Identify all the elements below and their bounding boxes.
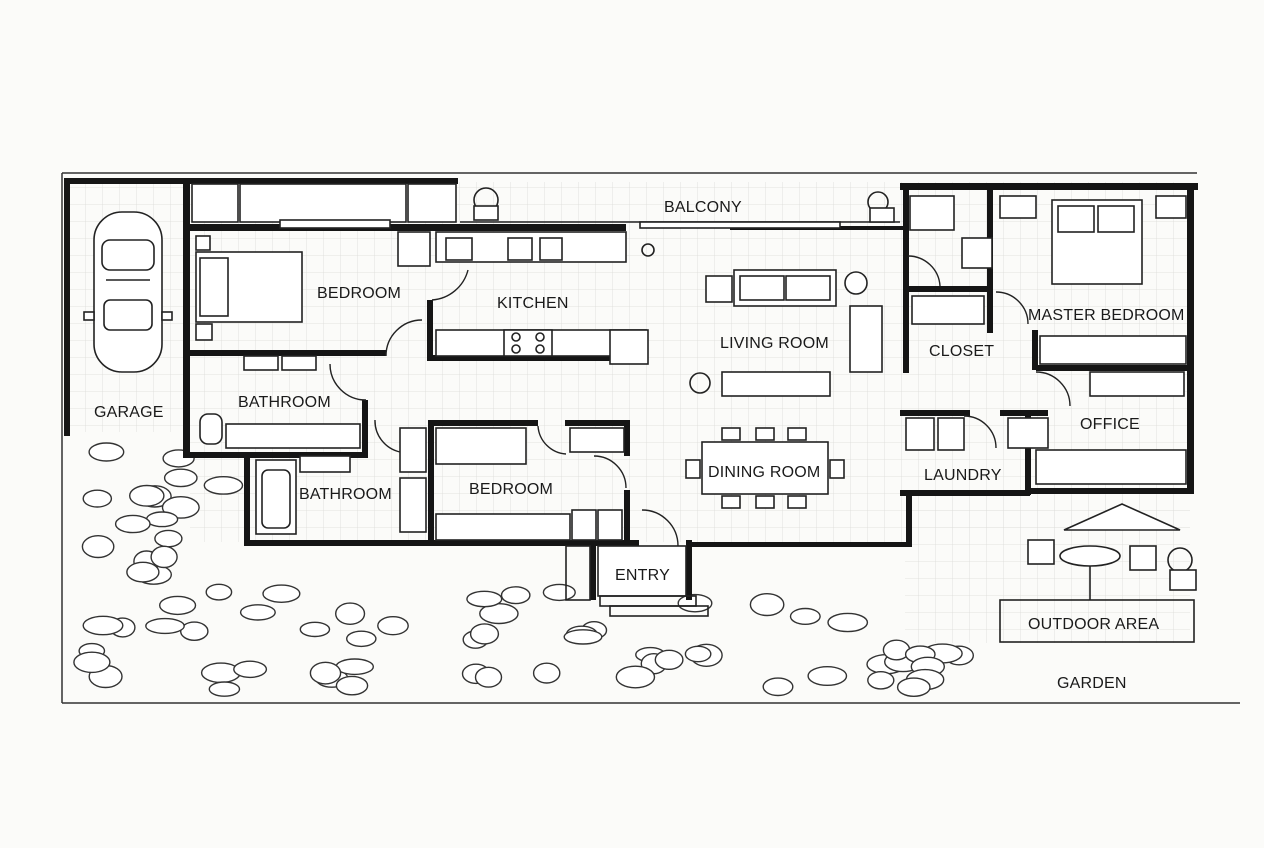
garden-stone: [563, 629, 603, 645]
garden-stone: [126, 561, 160, 583]
garden-stone: [262, 584, 301, 604]
garden-stone: [159, 595, 197, 616]
label-kitchen: KITCHEN: [497, 295, 569, 312]
garden-stone: [532, 662, 561, 684]
closet-fixtures: [909, 195, 993, 325]
garden-stone: [154, 529, 183, 548]
garden-stone: [335, 675, 369, 696]
garden-stone: [749, 592, 785, 617]
garden-stone: [145, 511, 179, 528]
toilet-icon: [199, 355, 361, 449]
garden-stone: [867, 671, 895, 690]
garden-stone: [82, 489, 113, 508]
laundry-fixtures: [905, 417, 965, 451]
garden-stone: [615, 665, 656, 689]
garden-stone: [542, 583, 576, 602]
car-icon: [83, 211, 173, 373]
label-garden: GARDEN: [1057, 675, 1127, 692]
label-entry: ENTRY: [615, 567, 670, 584]
label-outdoor-area: OUTDOOR AREA: [1028, 616, 1159, 633]
garden-stone: [684, 645, 712, 663]
garden-stone: [179, 621, 209, 642]
site-outline: [61, 172, 1240, 704]
garden-stone: [335, 602, 366, 626]
garden-stone: [896, 677, 931, 698]
garden-stone: [161, 495, 200, 519]
entry-steps: [565, 545, 709, 617]
garden-stone: [762, 677, 794, 697]
garden-stone: [145, 617, 185, 635]
patio-umbrella-icon: [999, 503, 1195, 643]
door-swing-icon: [329, 255, 1071, 547]
bed-icon: [195, 235, 303, 341]
label-closet: CLOSET: [929, 343, 994, 360]
label-bathroom-2: BATHROOM: [299, 486, 392, 503]
garden-stone: [807, 666, 848, 687]
plant-icon: [473, 187, 1197, 591]
label-dining-room: DINING ROOM: [708, 464, 820, 481]
garden-stone: [789, 607, 821, 626]
label-garage: GARAGE: [94, 404, 164, 421]
garden-stone: [163, 468, 198, 488]
bedroom-2-furniture: [435, 427, 625, 541]
garden-stone: [239, 604, 276, 621]
dining-table-icon: [685, 427, 845, 509]
garden-stone: [114, 514, 151, 534]
garden-stone: [469, 623, 500, 645]
garden-stone: [345, 630, 377, 648]
label-balcony: BALCONY: [664, 199, 742, 216]
garden-stone: [150, 545, 178, 569]
garden-stone: [827, 612, 869, 633]
room-labels: BALCONY BEDROOM KITCHEN LIVING ROOM CLOS…: [94, 199, 1185, 692]
garden-stone: [474, 666, 503, 688]
garden-stone: [205, 583, 233, 601]
garden-stone: [203, 475, 244, 495]
stove-icon: [503, 329, 553, 357]
label-bathroom-1: BATHROOM: [238, 394, 331, 411]
master-bed-icon: [999, 195, 1187, 365]
garden-stone: [466, 590, 503, 608]
garden-stone: [73, 651, 111, 674]
label-bedroom-1: BEDROOM: [317, 285, 401, 302]
garden-stone: [82, 615, 124, 636]
garden-stone: [500, 586, 531, 605]
garden-stone: [677, 593, 713, 613]
label-bedroom-2: BEDROOM: [469, 481, 553, 498]
office-desk: [1007, 371, 1187, 485]
garden-stone: [81, 534, 115, 559]
garden-stone: [208, 681, 241, 697]
label-master-bedroom: MASTER BEDROOM: [1028, 307, 1185, 324]
garden-stone: [88, 442, 125, 462]
garden-stone: [335, 658, 375, 676]
garden-stone: [309, 661, 342, 685]
garden-stone: [377, 616, 409, 636]
label-living-room: LIVING ROOM: [720, 335, 829, 352]
balcony-railing: [191, 183, 900, 229]
sofa-icon: [641, 243, 883, 397]
garden-stones: [73, 442, 974, 698]
garden-stone: [128, 484, 165, 507]
garden-stone: [299, 621, 331, 638]
bathtub-icon: [255, 427, 427, 535]
garden-stone: [233, 660, 268, 679]
garden-stone: [654, 649, 684, 670]
label-office: OFFICE: [1080, 416, 1140, 433]
label-laundry: LAUNDRY: [924, 467, 1002, 484]
